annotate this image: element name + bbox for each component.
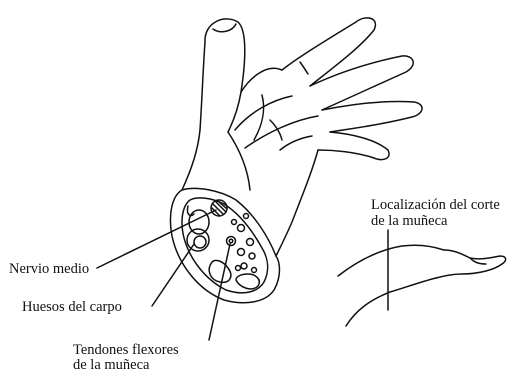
forearm-inset: [338, 230, 506, 326]
leader-median-nerve: [97, 210, 216, 268]
median-nerve-label: Nervio medio: [9, 262, 89, 277]
leader-flexor-tendons: [209, 244, 230, 340]
cut-location-label-line2: de la muñeca: [371, 214, 448, 229]
flexor-tendons-label: Tendones flexores: [73, 343, 179, 358]
flexor-tendon-shape: [227, 237, 236, 246]
leader-carpal-bones: [152, 244, 194, 306]
flexor-tendons-label-line2: de la muñeca: [73, 358, 150, 373]
carpal-bones-label: Huesos del carpo: [22, 300, 122, 315]
wrist-cross-section: [170, 188, 279, 302]
cut-location-label: Localización del corte: [371, 198, 500, 213]
